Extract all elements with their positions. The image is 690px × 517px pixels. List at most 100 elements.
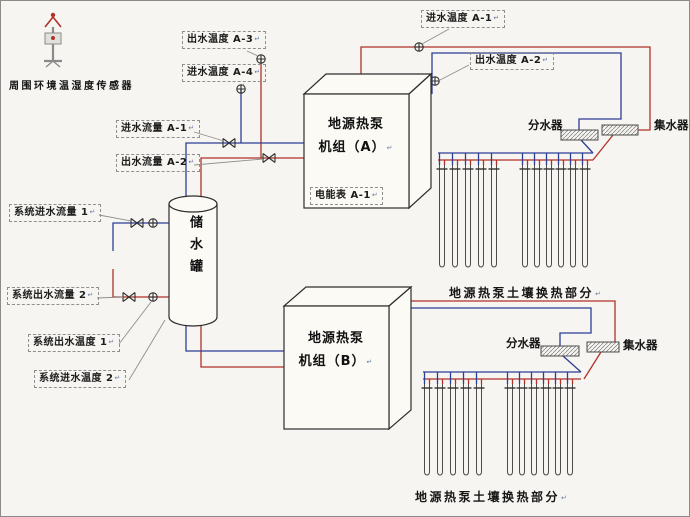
paragraph-mark: ↵: [542, 56, 549, 64]
label-text: 地源热泵土壤换热部分: [415, 490, 561, 504]
paragraph-mark: ↵: [89, 208, 96, 216]
borehole-u-tube: [439, 165, 445, 268]
distributor-bar-bottom: [540, 345, 580, 357]
distributor-label-bottom: 分水器: [506, 336, 541, 351]
label-energy-meter-a1: 电能表 A-1↵: [310, 187, 384, 205]
label-sys-inlet-temp-2: 系统进水温度 2↵: [34, 370, 126, 388]
borehole-field-bottom: [421, 372, 576, 476]
label-outlet-temp-a3: 出水温度 A-3↵: [182, 31, 266, 49]
collector-bar-top: [601, 124, 639, 136]
paragraph-mark: ↵: [595, 290, 604, 298]
borehole-field-top: [436, 153, 591, 268]
borehole-u-tube: [463, 384, 469, 476]
borehole-u-tube: [531, 384, 537, 476]
unit-a-label: 地源热泵 机组（A）↵: [306, 113, 406, 160]
label-text: 出水温度 A-3: [187, 34, 254, 45]
label-text: 出水温度 A-2: [475, 55, 542, 66]
paragraph-mark: ↵: [493, 14, 500, 22]
label-text: 地源热泵: [307, 331, 364, 346]
label-text: 系统进水温度 2: [39, 373, 114, 384]
borehole-u-tube: [555, 384, 561, 476]
label-text: 集水器: [654, 118, 689, 132]
label-inlet-temp-a1: 进水温度 A-1↵: [421, 10, 505, 28]
borehole-u-tube: [491, 165, 497, 268]
flow-sensor-icon: [148, 292, 158, 302]
borehole-u-tube: [507, 384, 513, 476]
label-text: 分水器: [506, 336, 541, 350]
borehole-u-tube: [546, 165, 552, 268]
label-text: 出水流量 A-2: [121, 157, 188, 168]
label-text: 集水器: [623, 338, 658, 352]
borehole-u-tube: [452, 165, 458, 268]
label-text: 地源热泵土壤换热部分: [449, 286, 595, 300]
label-text: 机组（B）: [298, 354, 366, 370]
label-sys-inlet-flow-1: 系统进水流量 1↵: [9, 204, 101, 222]
ambient-sensor-icon: [44, 12, 62, 68]
label-outlet-temp-a2: 出水温度 A-2↵: [470, 52, 554, 70]
label-text: 系统出水流量 2: [12, 290, 87, 301]
borehole-u-tube: [519, 384, 525, 476]
label-text: 地源热泵: [327, 117, 384, 132]
flow-sensor-icon: [148, 218, 158, 228]
borehole-u-tube: [437, 384, 443, 476]
paragraph-mark: ↵: [561, 494, 570, 502]
label-text: 周围环境温湿度传感器: [9, 81, 134, 92]
paragraph-mark: ↵: [254, 68, 261, 76]
paragraph-mark: ↵: [386, 144, 394, 153]
ground-field-caption-top: 地源热泵土壤换热部分↵: [449, 286, 603, 300]
borehole-u-tube: [534, 165, 540, 268]
unit-b-label: 地源热泵 机组（B）↵: [286, 327, 386, 374]
label-inlet-flow-a1: 进水流量 A-1↵: [116, 120, 200, 138]
borehole-u-tube: [567, 384, 573, 476]
label-sys-outlet-temp-1: 系统出水温度 1↵: [28, 334, 120, 352]
temp-sensor-icon: [414, 42, 424, 52]
distributor-label-top: 分水器: [528, 118, 563, 133]
ground-field-caption-bottom: 地源热泵土壤换热部分↵: [415, 490, 569, 504]
label-text: 进水温度 A-4: [187, 67, 254, 78]
label-text: 进水温度 A-1: [426, 13, 493, 24]
leader-lines: [96, 28, 470, 381]
cold-water-pipes: [112, 52, 622, 373]
collector-label-top: 集水器: [654, 118, 689, 133]
temp-sensor-icon: [256, 54, 266, 64]
distributor-bar-top: [560, 129, 599, 141]
paragraph-mark: ↵: [366, 358, 374, 367]
label-inlet-temp-a4: 进水温度 A-4↵: [182, 64, 266, 82]
label-text: 电能表 A-1: [315, 190, 371, 201]
heat-pump-unit-a: [302, 72, 433, 210]
paragraph-mark: ↵: [371, 191, 379, 199]
label-sys-outlet-flow-2: 系统出水流量 2↵: [7, 287, 99, 305]
collector-bar-bottom: [586, 341, 620, 353]
paragraph-mark: ↵: [254, 35, 261, 43]
paragraph-mark: ↵: [188, 158, 195, 166]
temp-sensor-icon: [236, 84, 246, 94]
tank-label: 储水罐: [187, 215, 202, 281]
label-outlet-flow-a2: 出水流量 A-2↵: [116, 154, 200, 172]
borehole-u-tube: [478, 165, 484, 268]
label-text: 系统进水流量 1: [14, 207, 89, 218]
label-text: 系统出水温度 1: [33, 337, 108, 348]
borehole-u-tube: [558, 165, 564, 268]
borehole-u-tube: [476, 384, 482, 476]
label-text: 进水流量 A-1: [121, 123, 188, 134]
label-text: 分水器: [528, 118, 563, 132]
borehole-u-tube: [543, 384, 549, 476]
borehole-u-tube: [570, 165, 576, 268]
paragraph-mark: ↵: [108, 338, 115, 346]
heat-pump-unit-b: [282, 285, 413, 431]
ambient-sensor-label: 周围环境温湿度传感器: [9, 77, 134, 92]
temp-sensor-icon: [430, 76, 440, 86]
label-text: 机组（A）: [318, 140, 386, 156]
storage-tank: [168, 195, 218, 327]
paragraph-mark: ↵: [188, 124, 195, 132]
borehole-u-tube: [424, 384, 430, 476]
paragraph-mark: ↵: [114, 374, 121, 382]
borehole-u-tube: [582, 165, 588, 268]
manifolds: [540, 124, 639, 357]
borehole-u-tube: [450, 384, 456, 476]
collector-label-bottom: 集水器: [623, 338, 658, 353]
borehole-u-tube: [465, 165, 471, 268]
paragraph-mark: ↵: [87, 291, 94, 299]
